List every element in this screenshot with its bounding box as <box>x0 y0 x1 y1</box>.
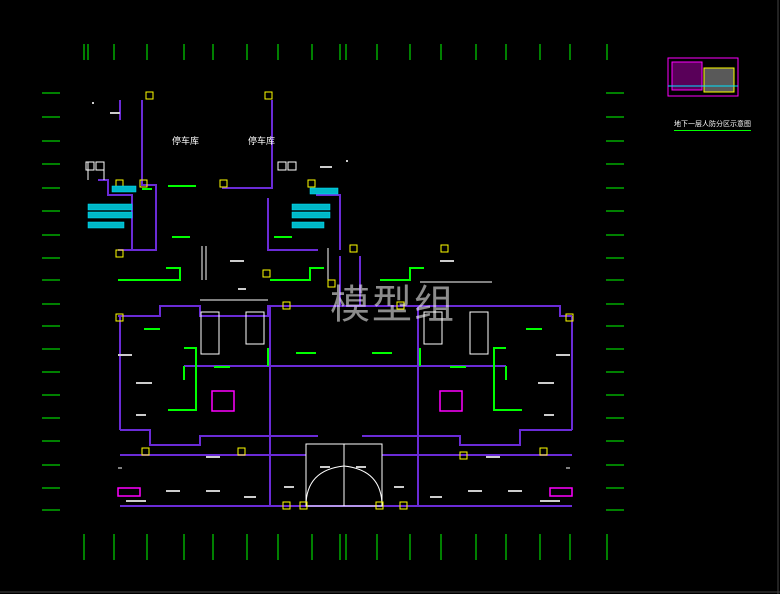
left-axis-marks <box>42 92 60 511</box>
annotation-marks <box>92 102 570 502</box>
walls-upper-left <box>98 100 341 251</box>
keyplan-title: 地下一层人防分区示意图 <box>674 119 751 131</box>
white-details <box>85 161 570 507</box>
parking-blocks <box>87 185 339 229</box>
right-axis-marks <box>606 92 624 511</box>
room-label-parking-left: 停车库 <box>172 137 200 147</box>
magenta-rooms <box>117 390 573 497</box>
top-axis-marks <box>83 44 608 60</box>
keyplan-thumbnail <box>667 57 739 97</box>
room-label-parking-right: 停车库 <box>248 137 276 147</box>
walls-main <box>118 256 573 507</box>
green-annotation-marks <box>142 188 542 368</box>
bottom-axis-marks <box>83 534 608 560</box>
column-markers <box>115 91 574 510</box>
watermark-text: 模型组 <box>330 282 456 328</box>
green-structure <box>118 185 522 411</box>
